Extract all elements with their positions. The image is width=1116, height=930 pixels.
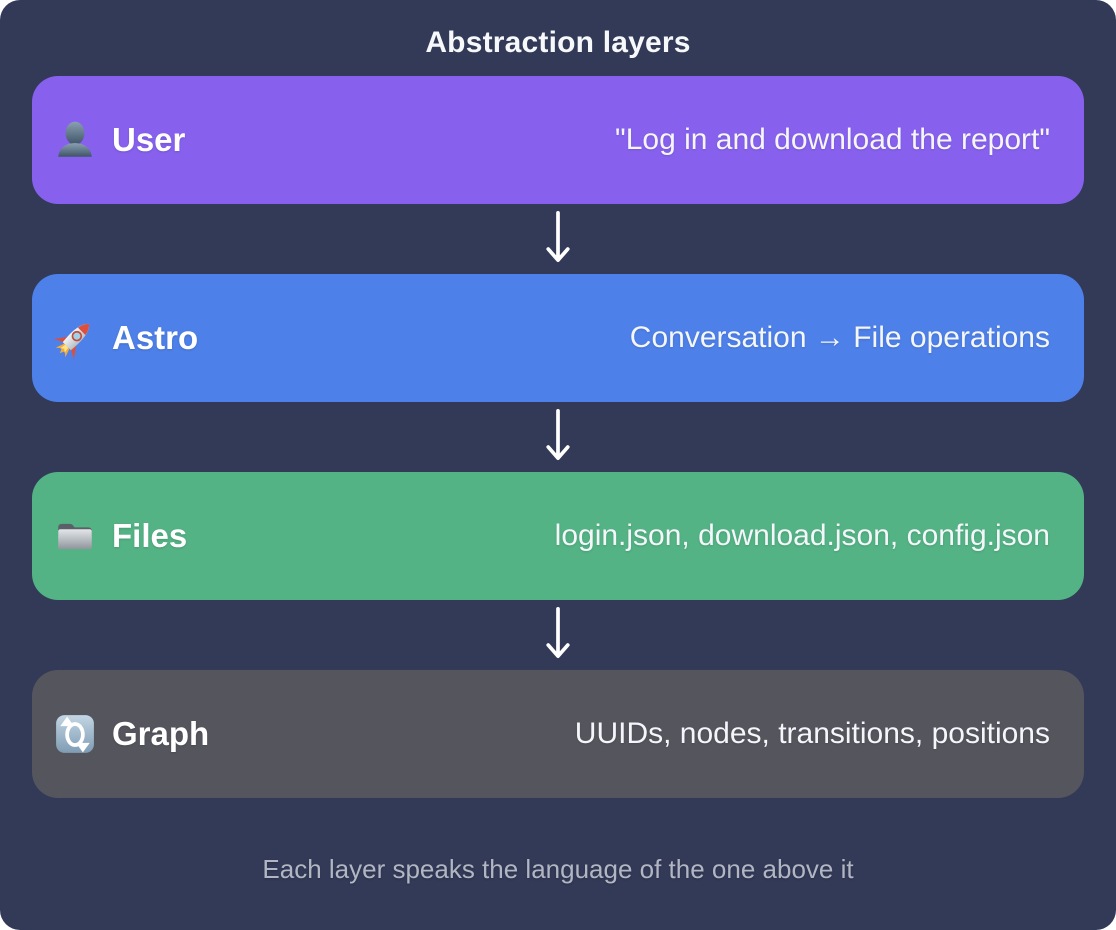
down-arrow-icon bbox=[545, 406, 571, 469]
rocket-icon bbox=[54, 317, 96, 359]
layer-label: User bbox=[112, 121, 186, 158]
down-arrow-icon bbox=[545, 208, 571, 271]
layer-label: Files bbox=[112, 517, 188, 554]
layer-label: Astro bbox=[112, 319, 199, 356]
page-title: Abstraction layers bbox=[425, 26, 691, 59]
sync-arrows-icon bbox=[54, 713, 96, 755]
folder-icon bbox=[54, 515, 96, 557]
layer-astro: Astro Conversation → File operations bbox=[32, 274, 1084, 402]
footer-caption: Each layer speaks the language of the on… bbox=[262, 854, 854, 884]
layer-detail: UUIDs, nodes, transitions, positions bbox=[574, 717, 1050, 750]
layer-user: User "Log in and download the report" bbox=[32, 76, 1084, 204]
layers-stack: User "Log in and download the report" bbox=[32, 76, 1084, 798]
layer-detail: Conversation → File operations bbox=[629, 321, 1050, 354]
layer-files: Files login.json, download.json, config.… bbox=[32, 472, 1084, 600]
layer-label: Graph bbox=[112, 715, 210, 752]
down-arrow-icon bbox=[545, 604, 571, 667]
layer-graph: Graph UUIDs, nodes, transitions, positio… bbox=[32, 670, 1084, 798]
layer-detail: "Log in and download the report" bbox=[615, 123, 1050, 156]
user-icon bbox=[54, 119, 96, 161]
layer-detail: login.json, download.json, config.json bbox=[554, 519, 1050, 552]
